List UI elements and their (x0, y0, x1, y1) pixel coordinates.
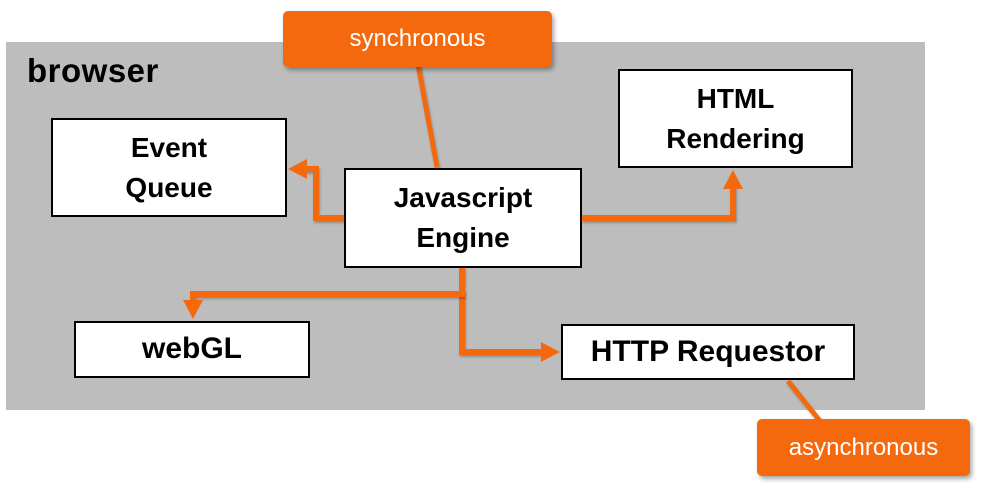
browser-panel-title: browser (27, 52, 159, 89)
node-http-requestor: HTTP Requestor (561, 324, 855, 380)
node-event-queue: Event Queue (51, 118, 287, 217)
callout-asynchronous: asynchronous (757, 419, 970, 476)
node-javascript-engine: Javascript Engine (344, 168, 582, 268)
node-webgl: webGL (74, 321, 310, 378)
callout-synchronous: synchronous (283, 11, 552, 67)
node-html-rendering: HTML Rendering (618, 69, 853, 168)
